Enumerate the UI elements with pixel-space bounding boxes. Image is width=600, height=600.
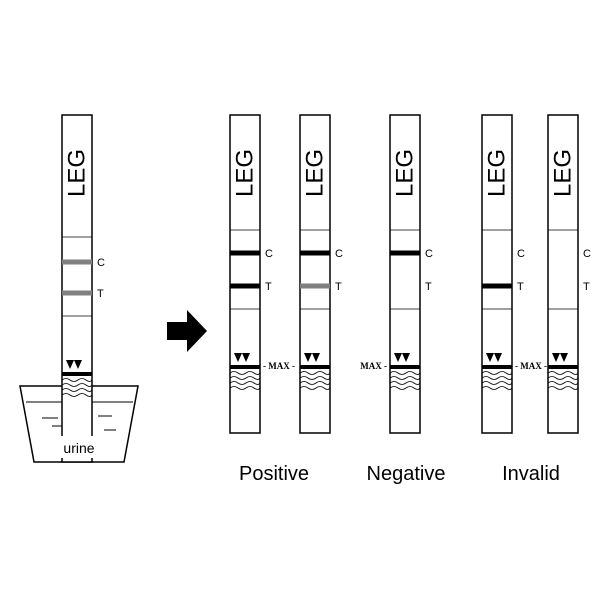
cup-label: urine [63, 440, 94, 456]
absorbent-pad-wave [299, 386, 331, 390]
absorbent-pad-wave [389, 371, 421, 375]
absorbent-pad-wave [547, 371, 579, 375]
cup-label-bg [54, 436, 104, 458]
absorbent-pad-wave [389, 381, 421, 385]
test-strip-positive-1: LEG C T - MAX - [229, 114, 295, 434]
strip-label: LEG [64, 149, 91, 197]
flow-arrow-icon [312, 353, 320, 362]
max-line [548, 365, 578, 369]
absorbent-pad-wave [61, 393, 93, 397]
flow-arrow-icon [304, 353, 312, 362]
control-line-label: C [425, 248, 433, 260]
test-strip-invalid-2: LEG C T [547, 114, 591, 434]
control-line-label: C [265, 248, 273, 260]
control-line-label: C [583, 248, 591, 260]
control-line [390, 250, 420, 256]
absorbent-pad-wave [389, 376, 421, 380]
max-line [482, 365, 512, 369]
flow-arrow-icon [402, 353, 410, 362]
strip-label: LEG [484, 149, 511, 197]
absorbent-pad-wave [389, 386, 421, 390]
absorbent-pad-wave [61, 383, 93, 387]
test-line [300, 283, 330, 289]
absorbent-pad-wave [229, 376, 261, 380]
test-line-label: T [583, 281, 590, 293]
absorbent-pad-wave [547, 381, 579, 385]
absorbent-pad-wave [229, 386, 261, 390]
caption-invalid: Invalid [502, 463, 560, 485]
strip-outline [229, 114, 261, 434]
max-label: - MAX - [515, 361, 547, 371]
flow-arrow-icon [242, 353, 250, 362]
flow-arrow-icon [552, 353, 560, 362]
flow-arrow-icon [486, 353, 494, 362]
absorbent-pad-wave [547, 376, 579, 380]
test-line-label: T [425, 281, 432, 293]
strips-layer: LEG C T LEG C T - MAX - LEG C T LEG C T MAX - LEG C T - M… [61, 114, 591, 463]
absorbent-pad-wave [481, 386, 513, 390]
absorbent-pad-wave [61, 388, 93, 392]
test-strip-dipped: LEG C T [61, 114, 105, 463]
absorbent-pad-wave [299, 381, 331, 385]
test-strip-negative: LEG C T MAX - [360, 114, 433, 434]
flow-arrow-icon [394, 353, 402, 362]
control-line-label: C [97, 257, 105, 269]
caption-positive: Positive [239, 463, 309, 485]
strip-label: LEG [302, 149, 329, 197]
flow-arrow-icon [494, 353, 502, 362]
flow-arrow-icon [74, 360, 82, 369]
arrow-icon [167, 310, 207, 352]
control-line [62, 259, 92, 265]
strip-label: LEG [232, 149, 259, 197]
strip-label: LEG [550, 149, 577, 197]
control-line [300, 250, 330, 256]
test-line [482, 283, 512, 289]
test-line [62, 290, 92, 296]
control-line-label: C [335, 248, 343, 260]
max-line [62, 372, 92, 376]
absorbent-pad-wave [229, 381, 261, 385]
flow-arrow-icon [560, 353, 568, 362]
absorbent-pad-wave [481, 376, 513, 380]
control-line-label: C [517, 248, 525, 260]
test-line-label: T [517, 281, 524, 293]
absorbent-pad-wave [229, 371, 261, 375]
cup-outline [19, 385, 139, 463]
test-strip-invalid-1: LEG C T - MAX - [481, 114, 547, 434]
strip-outline [481, 114, 513, 434]
absorbent-pad-wave [299, 376, 331, 380]
test-line-label: T [335, 281, 342, 293]
absorbent-pad-wave [481, 371, 513, 375]
strip-outline [547, 114, 579, 434]
flow-arrow-icon [66, 360, 74, 369]
test-strip-positive-2: LEG C T [299, 114, 343, 434]
max-label: - MAX - [263, 361, 295, 371]
absorbent-pad-wave [547, 386, 579, 390]
strip-outline [299, 114, 331, 434]
max-line [300, 365, 330, 369]
absorbent-pad-wave [481, 381, 513, 385]
absorbent-pad-wave [61, 378, 93, 382]
max-line [230, 365, 260, 369]
strip-outline [61, 114, 93, 463]
strip-label: LEG [392, 149, 419, 197]
urine-cup [19, 385, 139, 463]
test-line-label: T [265, 281, 272, 293]
max-label: MAX - [360, 361, 387, 371]
test-line [230, 283, 260, 289]
flow-arrow-icon [234, 353, 242, 362]
caption-negative: Negative [367, 463, 446, 485]
absorbent-pad-wave [299, 371, 331, 375]
control-line [230, 250, 260, 256]
strip-outline [389, 114, 421, 434]
max-line [390, 365, 420, 369]
test-line-label: T [97, 288, 104, 300]
